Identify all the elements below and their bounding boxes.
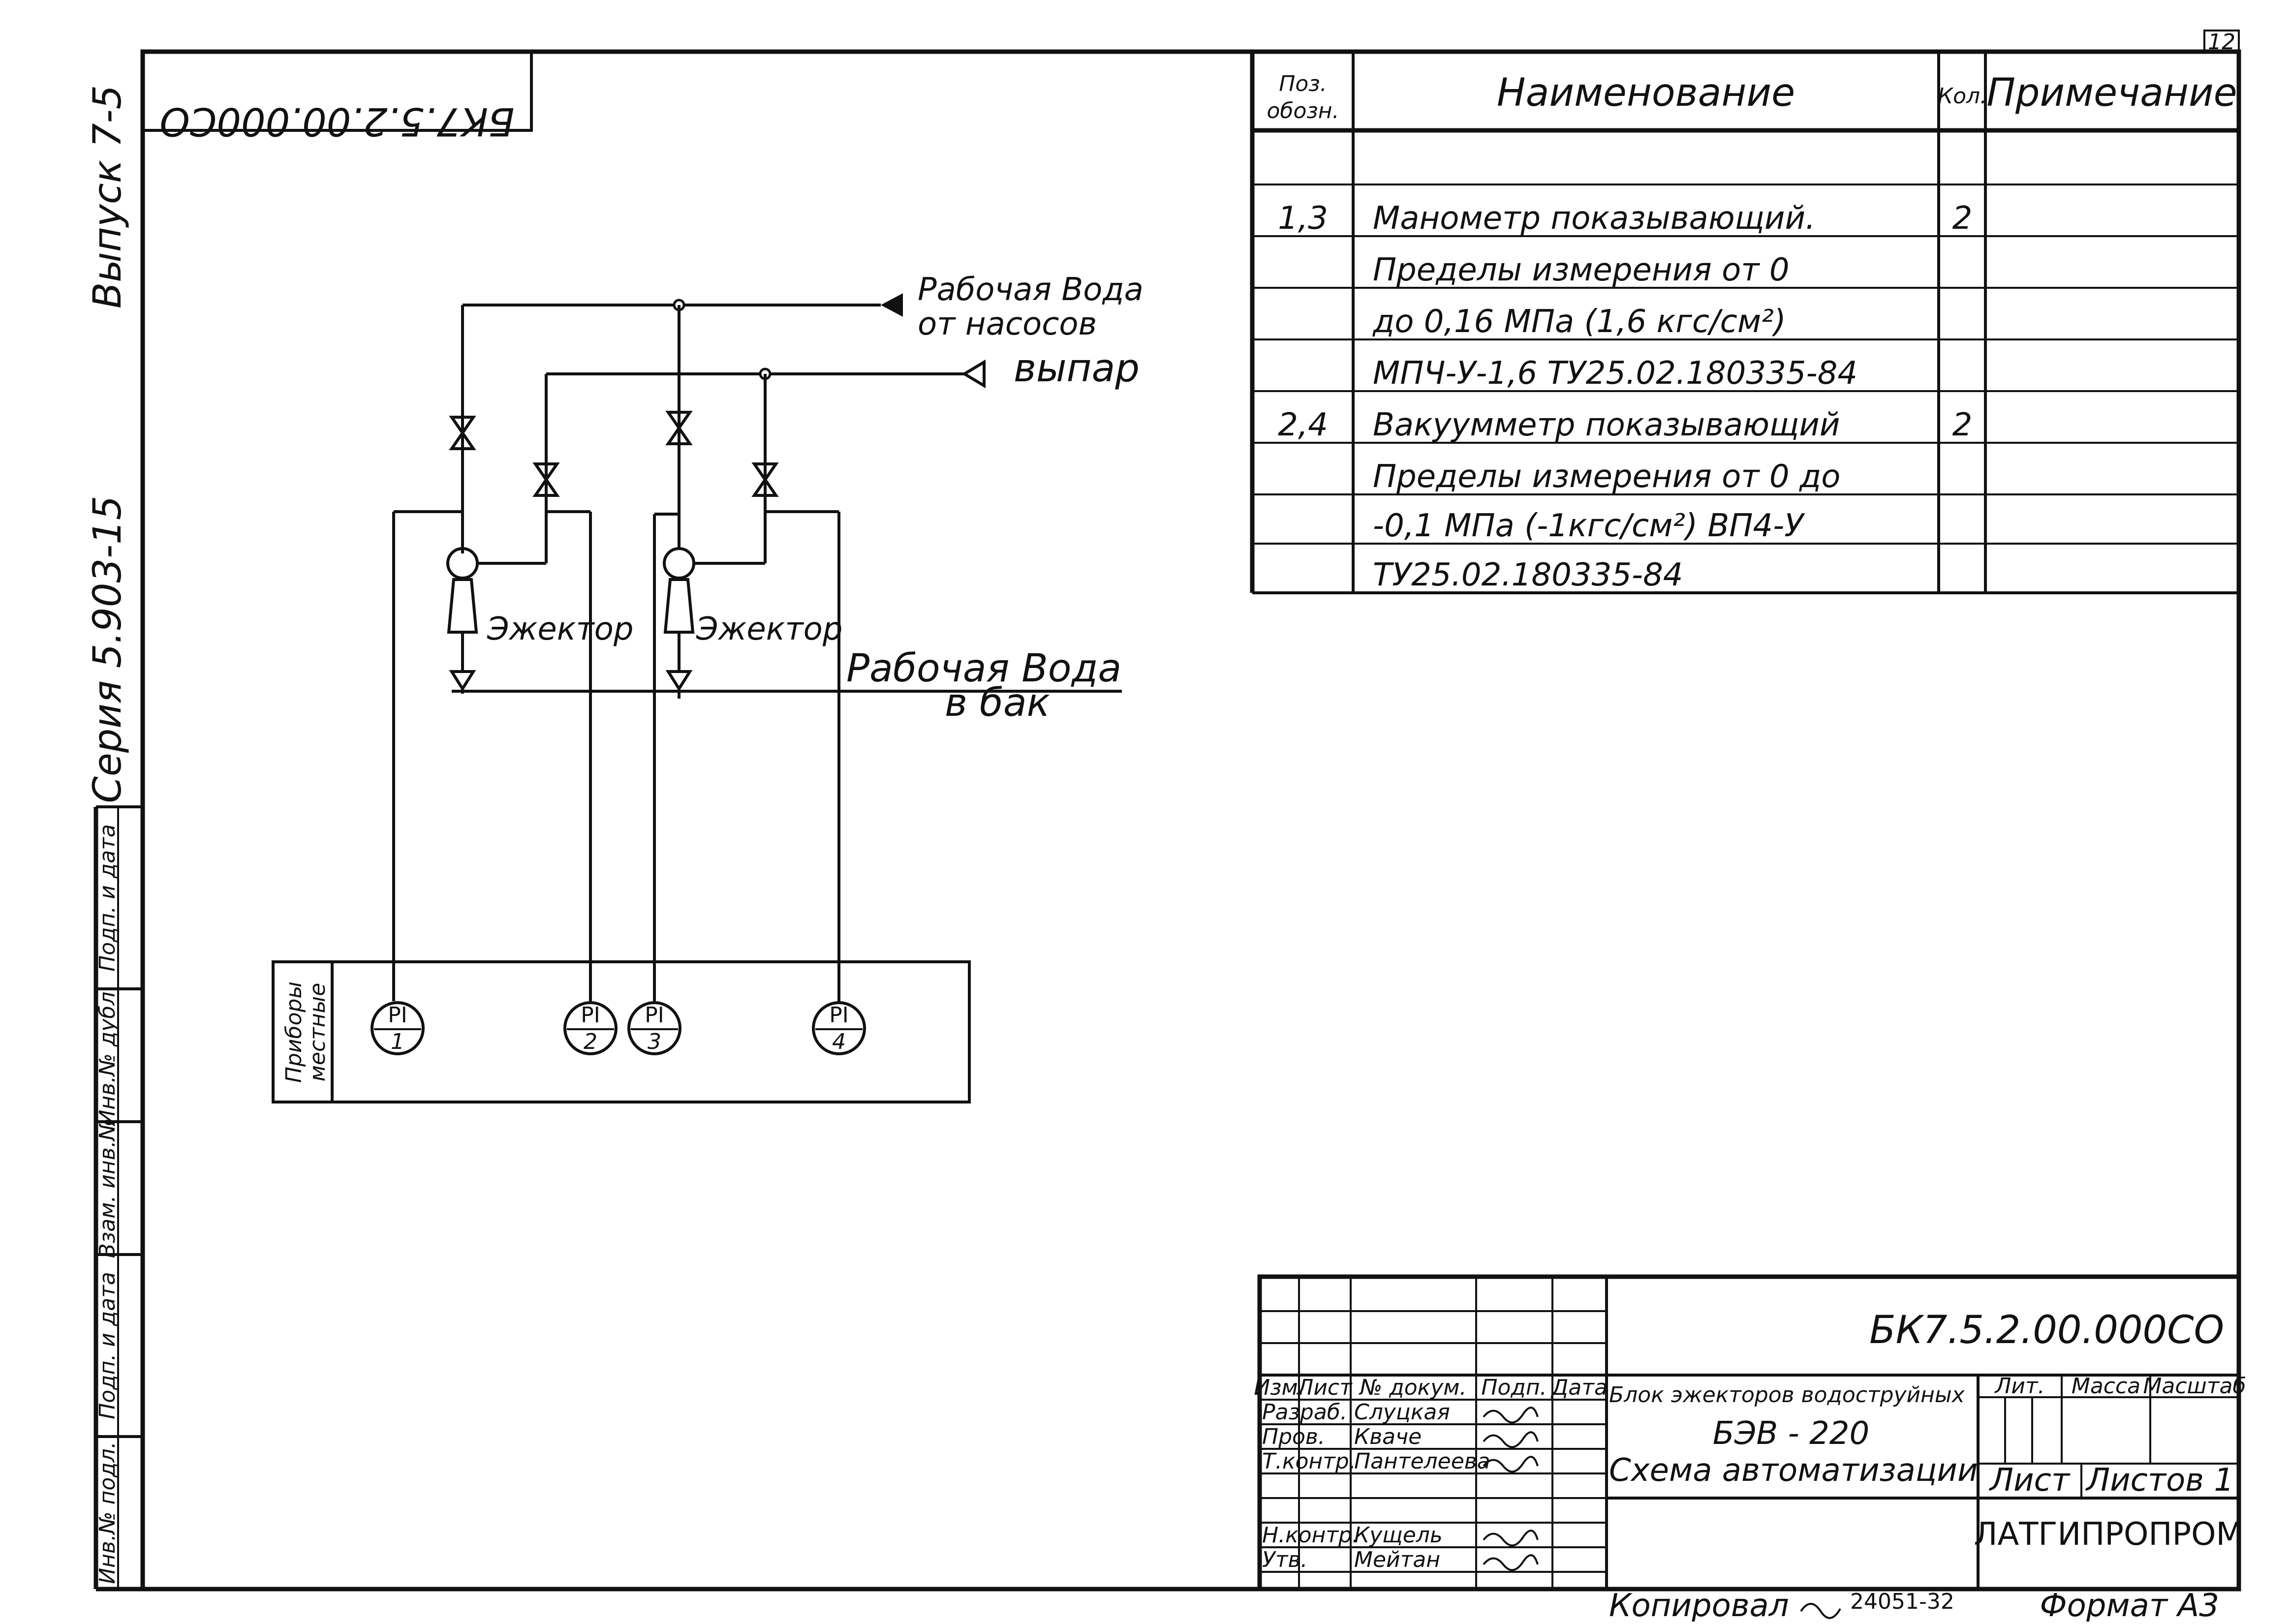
col-header-sign: Подп. bbox=[1481, 1375, 1547, 1400]
signatures bbox=[1483, 1407, 1539, 1571]
title-doc-code: БК7.5.2.00.000СО bbox=[1869, 1308, 2224, 1352]
lit-label: Лит. bbox=[1994, 1374, 2044, 1399]
label-ejector-right: Эжектор bbox=[696, 611, 842, 647]
person-name-2: Кваче bbox=[1354, 1424, 1422, 1449]
ejector-right-icon bbox=[663, 547, 695, 580]
col-header-doc: № докум. bbox=[1359, 1375, 1467, 1400]
person-role-6: Утв. bbox=[1262, 1547, 1307, 1572]
instrument-pi-3: PI 3 bbox=[627, 1001, 681, 1055]
label-work-water-to-tank-2: в бак bbox=[945, 681, 1050, 725]
instrument-tag: PI bbox=[829, 1003, 849, 1028]
instrument-num: 2 bbox=[584, 1029, 597, 1054]
copied-label: Копировал bbox=[1609, 1588, 1789, 1622]
sheet-label: Лист bbox=[1989, 1462, 2071, 1499]
instrument-tag: PI bbox=[581, 1003, 600, 1028]
supply-arrow-icon bbox=[881, 293, 903, 317]
label-work-water-from-pumps-1: Рабочая Вода bbox=[918, 272, 1144, 308]
gauge-icon bbox=[371, 1001, 425, 1055]
row-3-name: Пределы измерения от 0 bbox=[1373, 252, 1790, 288]
exhaust-arrow-icon bbox=[961, 359, 986, 389]
copied-signature bbox=[1800, 1603, 1841, 1619]
title-block bbox=[1257, 1274, 2241, 1592]
row-9-name: ТУ25.02.180335-84 bbox=[1373, 557, 1683, 593]
col-header-izm: Изм. bbox=[1254, 1375, 1305, 1400]
row-2-name: Манометр показывающий. bbox=[1373, 200, 1815, 237]
gauge-icon bbox=[627, 1001, 681, 1055]
person-name-3: Пантелеева bbox=[1354, 1449, 1490, 1474]
row-2-qty: 2 bbox=[1952, 200, 1973, 237]
row-6-name: Вакуумметр показывающий bbox=[1373, 407, 1840, 443]
header-pos-2: обозн. bbox=[1267, 98, 1339, 123]
person-role-3: Т.контр. bbox=[1262, 1449, 1356, 1474]
row-4-name: до 0,16 МПа (1,6 кгс/см²) bbox=[1372, 304, 1786, 340]
sheets-label: Листов 1 bbox=[2085, 1462, 2234, 1499]
series-label: Серия 5.903-15 bbox=[86, 495, 130, 803]
header-pos-1: Поз. bbox=[1279, 71, 1327, 96]
label-exhaust: выпар bbox=[1014, 346, 1140, 391]
instrument-panel: Приборы местные bbox=[272, 960, 971, 1103]
person-name-1: Слуцкая bbox=[1354, 1400, 1450, 1425]
person-role-2: Пров. bbox=[1262, 1424, 1325, 1449]
row-8-name: -0,1 МПа (-1кгс/см²) ВП4-У bbox=[1373, 508, 1805, 544]
gauge-icon bbox=[812, 1001, 866, 1055]
label-work-water-to-tank-1: Рабочая Вода bbox=[846, 646, 1121, 691]
instrument-num: 3 bbox=[648, 1029, 661, 1054]
gauge-icon bbox=[563, 1001, 618, 1055]
instrument-pi-1: PI 1 bbox=[371, 1001, 425, 1055]
title-line-1: Блок эжекторов водоструйных bbox=[1609, 1382, 1965, 1408]
release-label: Выпуск 7-5 bbox=[86, 85, 130, 308]
row-2-pos: 1,3 bbox=[1278, 200, 1328, 237]
doc-code-mirrored: БК7.5.2.00.000СО bbox=[160, 99, 515, 143]
header-qty: Кол. bbox=[1938, 84, 1987, 109]
instrument-pi-4: PI 4 bbox=[812, 1001, 866, 1055]
instrument-num: 4 bbox=[832, 1029, 846, 1054]
panel-title-2: местные bbox=[305, 983, 330, 1082]
side-stamp-2: Инв.№ дубл. bbox=[95, 984, 120, 1126]
col-header-date: Дата bbox=[1550, 1375, 1608, 1400]
panel-title-1: Приборы bbox=[281, 981, 307, 1083]
title-line-3: Схема автоматизации bbox=[1609, 1452, 1978, 1489]
mirrored-doc-code: БК7.5.2.00.000СО bbox=[141, 50, 533, 143]
org-name: ЛАТГИПРОПРОМ bbox=[1974, 1516, 2243, 1553]
label-ejector-left: Эжектор bbox=[487, 611, 633, 647]
row-7-name: Пределы измерения от 0 до bbox=[1373, 459, 1840, 495]
instrument-num: 1 bbox=[391, 1029, 404, 1054]
header-name: Наименование bbox=[1497, 71, 1795, 115]
piping-diagram bbox=[392, 293, 1122, 1001]
col-header-list: Лист bbox=[1296, 1375, 1353, 1400]
page-number: 12 bbox=[2208, 30, 2235, 55]
row-5-name: МПЧ-У-1,6 ТУ25.02.180335-84 bbox=[1373, 355, 1857, 392]
person-role-1: Разраб. bbox=[1262, 1400, 1347, 1425]
label-work-water-from-pumps-2: от насосов bbox=[918, 306, 1097, 342]
side-stamp-3: Взам. инв.№ bbox=[95, 1118, 120, 1258]
instrument-pi-2: PI 2 bbox=[563, 1001, 618, 1055]
instrument-tag: PI bbox=[645, 1003, 664, 1028]
instrument-tag: PI bbox=[388, 1003, 407, 1028]
mass-label: Масса bbox=[2072, 1374, 2140, 1399]
title-line-2: БЭВ - 220 bbox=[1713, 1415, 1869, 1452]
row-6-pos: 2,4 bbox=[1278, 407, 1328, 443]
order-number: 24051-32 bbox=[1850, 1589, 1954, 1614]
header-note: Примечание bbox=[1986, 71, 2237, 115]
frame: 12 bbox=[93, 30, 2241, 1592]
scale-label: Масштаб bbox=[2143, 1374, 2246, 1399]
spec-table bbox=[1250, 52, 2240, 594]
side-stamp-1: Подп. и дата bbox=[95, 824, 120, 972]
side-stamp-4: Подп. и дата bbox=[95, 1272, 120, 1419]
side-stamp-5: Инв.№ подл. bbox=[95, 1441, 120, 1584]
person-name-6: Мейтан bbox=[1354, 1547, 1440, 1572]
person-role-5: Н.контр. bbox=[1262, 1523, 1359, 1548]
row-6-qty: 2 bbox=[1952, 407, 1973, 443]
person-name-5: Кущель bbox=[1354, 1523, 1443, 1548]
format-label: Формат А3 bbox=[2040, 1588, 2220, 1622]
